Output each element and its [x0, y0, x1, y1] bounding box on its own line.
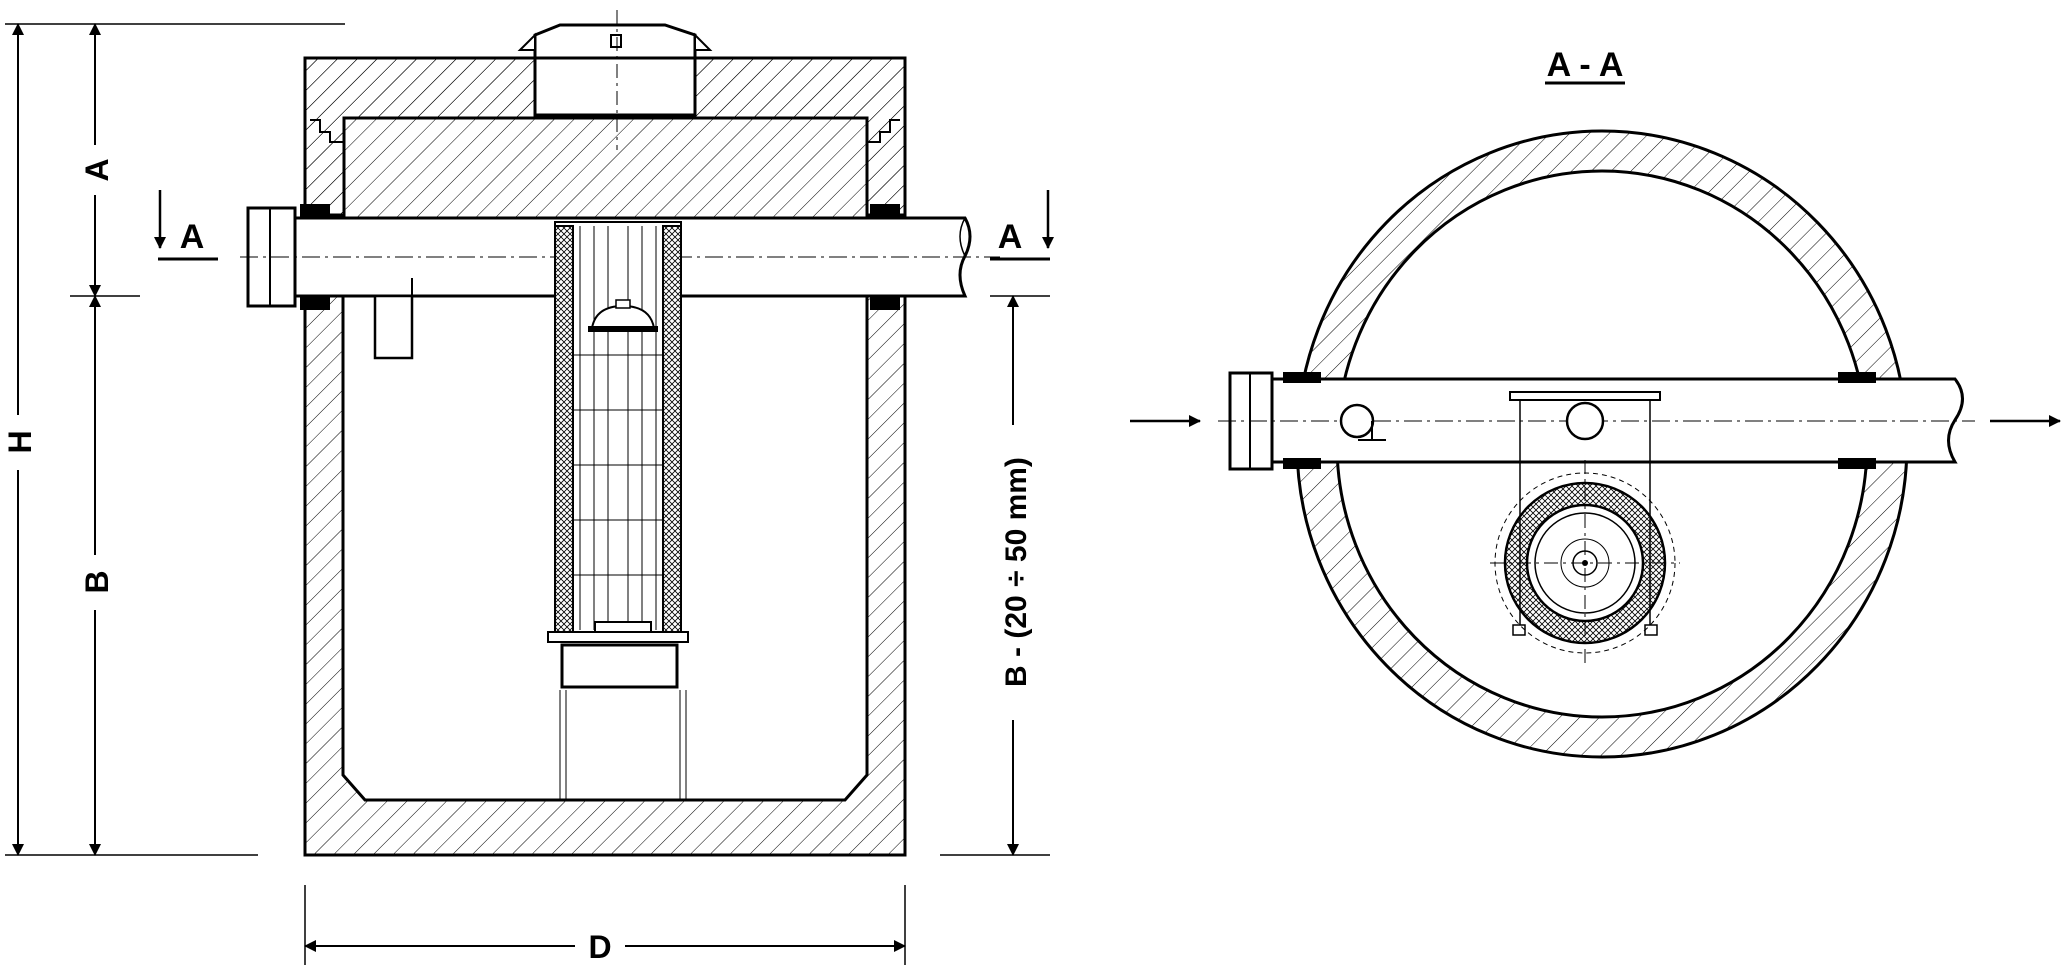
section-mark-left: A	[154, 190, 218, 261]
plan-filter	[1490, 460, 1680, 665]
inlet-baffle	[373, 294, 414, 360]
dim-d-label: D	[588, 929, 611, 965]
section-title: A - A	[1547, 46, 1624, 84]
dimension-lines	[5, 23, 1050, 965]
section-mark-right: A	[990, 190, 1054, 261]
dim-b-offset-label: B - (20 ÷ 50 mm)	[1000, 457, 1033, 687]
coalescing-filter	[547, 221, 689, 800]
section-a-a-view: A - A	[1130, 46, 2061, 759]
dim-h-label: H	[2, 430, 38, 453]
section-mark-left-label: A	[180, 218, 205, 256]
dim-b-label: B	[79, 570, 115, 593]
elevation-view: A A	[2, 10, 1054, 965]
dim-a-label: A	[79, 158, 115, 181]
section-mark-right-label: A	[998, 218, 1023, 256]
